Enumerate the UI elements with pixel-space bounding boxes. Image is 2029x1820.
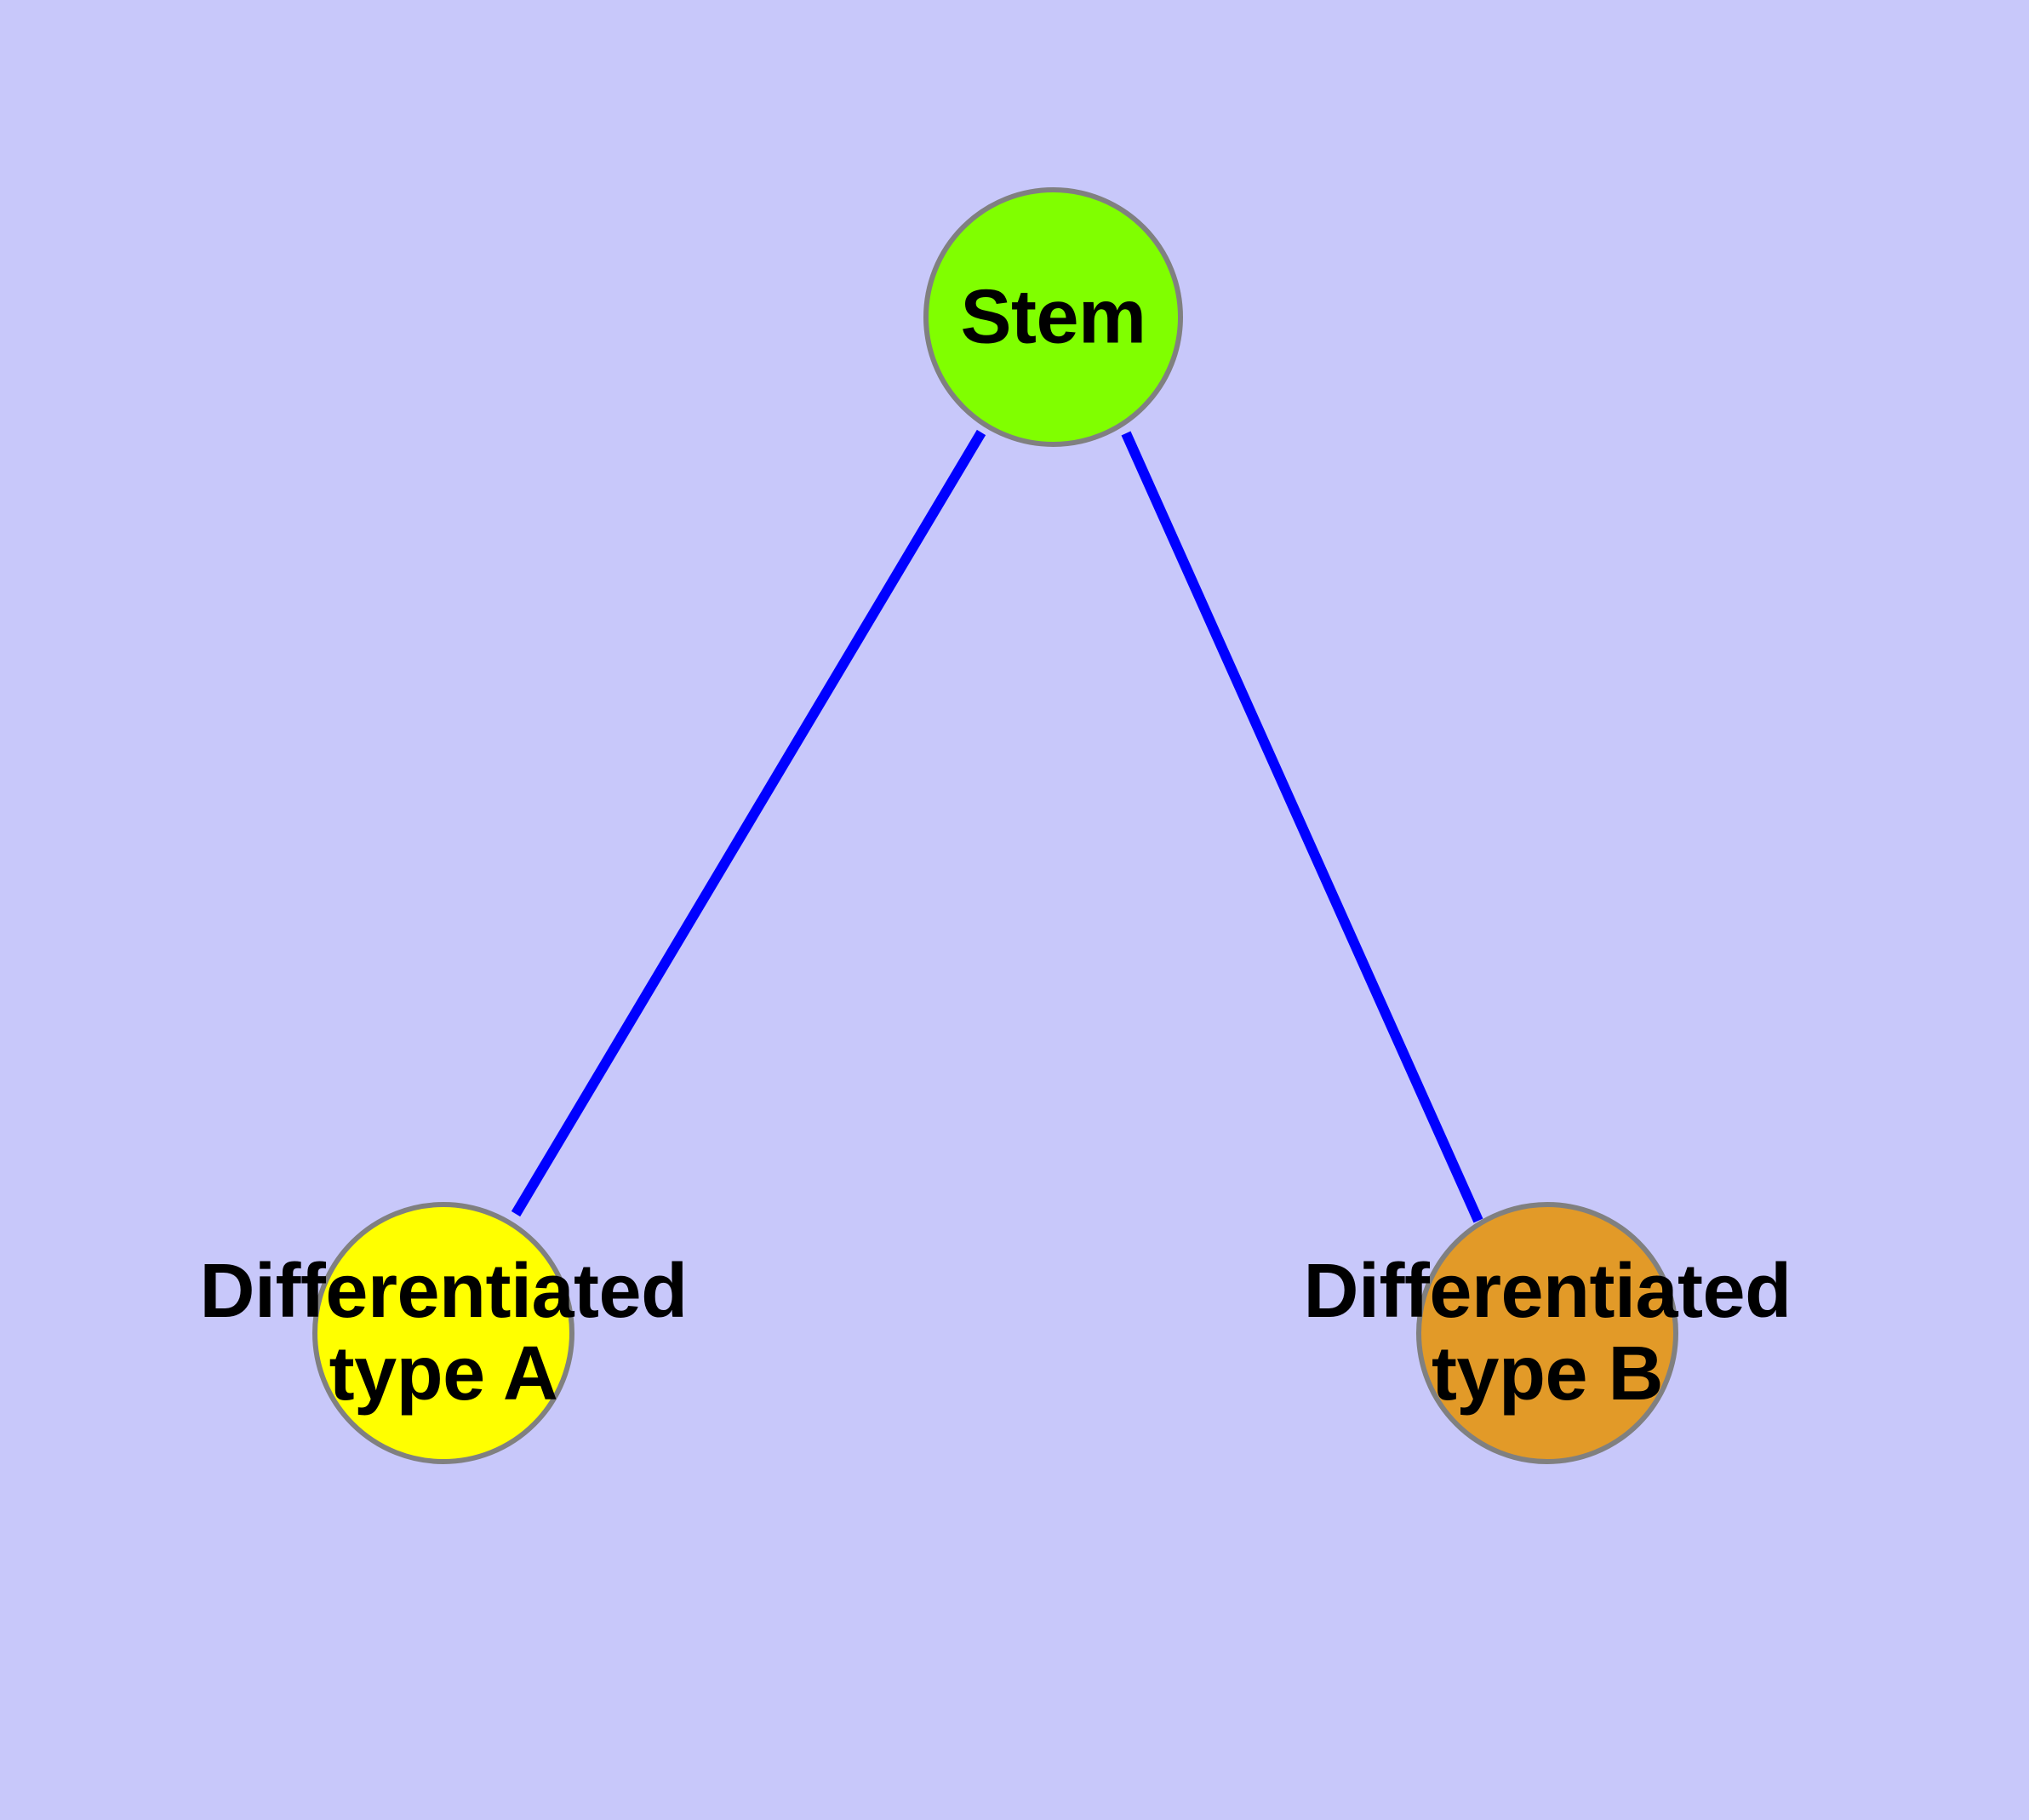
node-diff-a-label-line-2: type A [329, 1331, 558, 1417]
node-stem[interactable]: Stem [923, 187, 1183, 447]
node-stem-label: Stem [960, 273, 1146, 359]
node-diff-b-label-line-2: type B [1431, 1331, 1664, 1417]
edge-stem-to-diff-b[interactable] [1121, 431, 1483, 1223]
edge-stem-to-diff-a[interactable] [511, 429, 986, 1217]
